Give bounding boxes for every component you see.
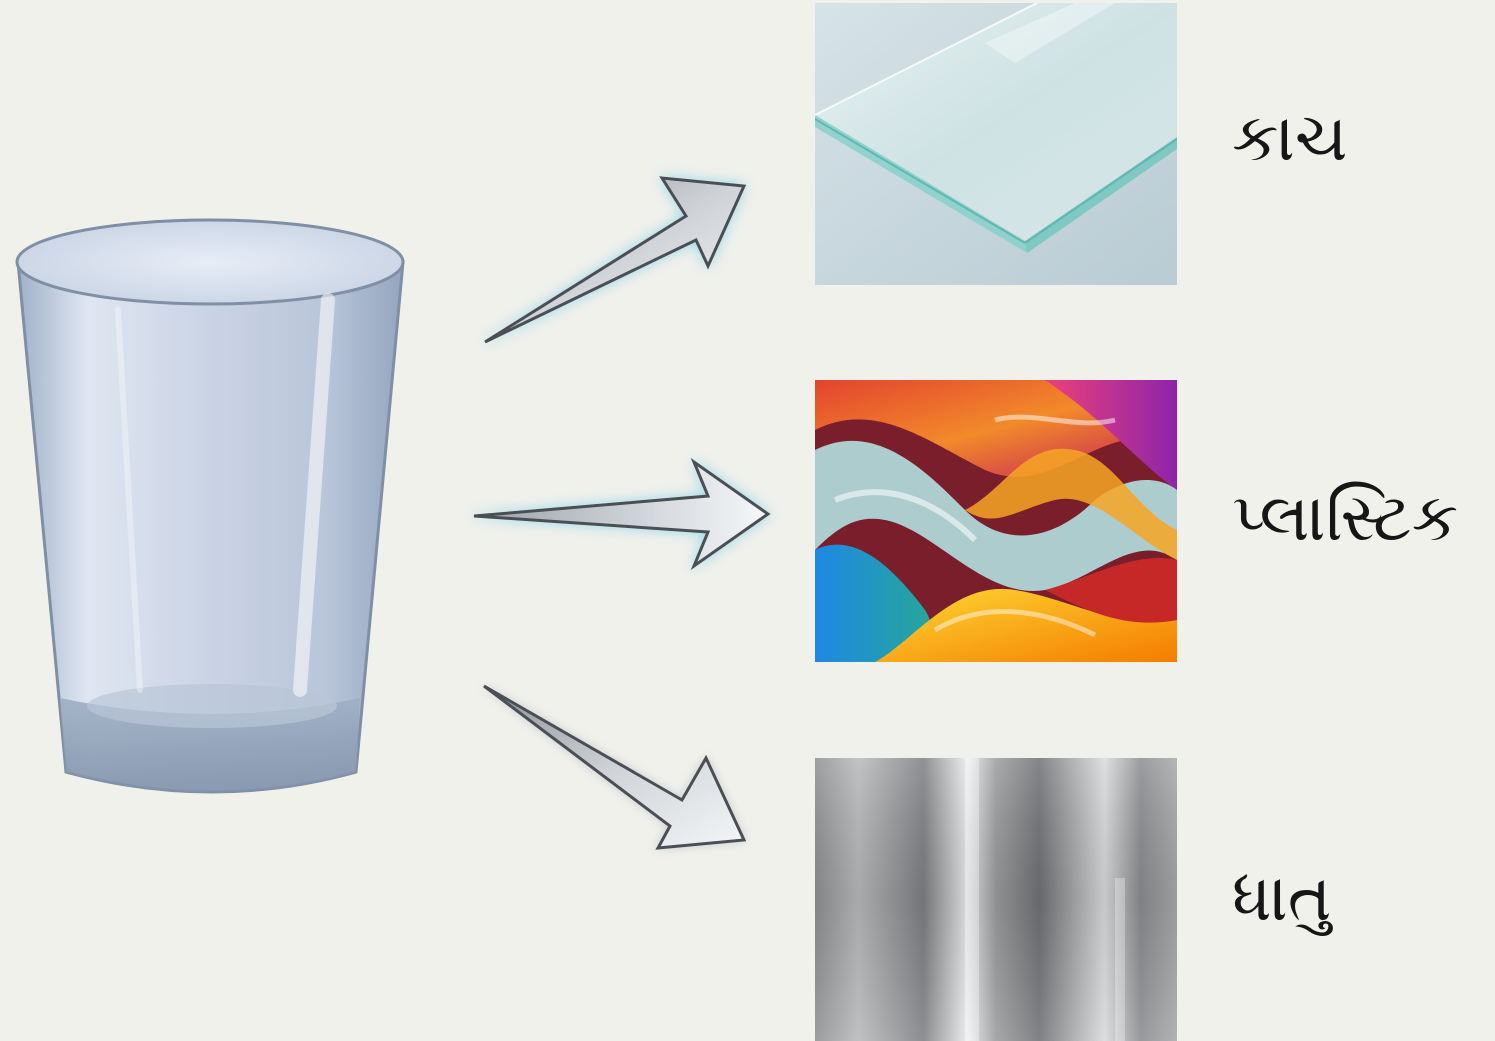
material-label-glass: કાચ [1232, 105, 1348, 171]
plastic-swirl-icon [815, 380, 1177, 662]
arrow-to-glass [485, 178, 744, 342]
brushed-metal-icon [815, 758, 1177, 1041]
material-label-metal: ધાતુ [1232, 865, 1332, 931]
glass-sheet-icon [815, 3, 1177, 285]
arrow-to-plastic [474, 462, 768, 566]
arrow-to-metal [484, 686, 744, 848]
drinking-glass-icon [17, 220, 403, 792]
material-label-plastic: પ્લાસ્ટિક [1232, 485, 1458, 551]
